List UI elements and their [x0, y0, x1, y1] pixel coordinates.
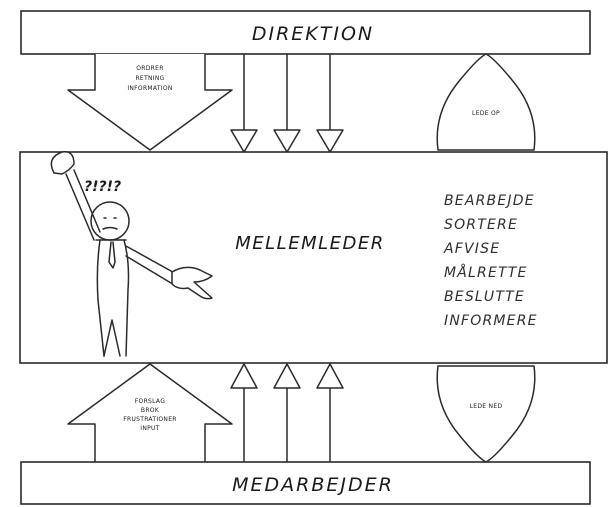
up-arrow-suggestions: FORSLAG BROK FRUSTRATIONER INPUT	[67, 363, 233, 462]
orders-text-1: ORDRER	[136, 65, 163, 72]
direktion-box	[20, 10, 591, 55]
question-marks: ?!?!?	[84, 179, 121, 195]
thin-up-arrow-1	[230, 363, 258, 463]
thin-down-arrows	[230, 53, 344, 153]
figure-head	[90, 201, 130, 241]
thin-down-arrow-3	[316, 53, 344, 153]
figure-right-hand	[171, 266, 213, 300]
direktion-label: DIREKTION	[252, 23, 374, 45]
thin-up-arrow-2	[273, 363, 301, 463]
thin-up-arrow-3	[316, 363, 344, 463]
suggestions-text-4: INPUT	[140, 425, 159, 432]
medarbejder-box	[20, 461, 591, 505]
medarbejder-label: MEDARBEJDER	[232, 474, 394, 496]
lede-op-label: LEDE OP	[472, 110, 500, 117]
task-item: BEARBEJDE	[444, 193, 535, 209]
suggestions-text-1: FORSLAG	[135, 398, 165, 405]
thin-up-arrows	[230, 363, 344, 463]
task-list: BEARBEJDE SORTERE AFVISE MÅLRETTE BESLUT…	[443, 193, 538, 329]
down-arrow-orders: ORDRER RETNING INFORMATION	[67, 54, 233, 151]
mellemleder-box	[19, 151, 608, 364]
task-item: SORTERE	[444, 217, 518, 233]
lede-op-arrow: LEDE OP	[436, 53, 536, 151]
suggestions-text-2: BROK	[141, 407, 160, 414]
confused-figure: ?!?!?	[50, 151, 213, 357]
task-item: AFVISE	[443, 241, 500, 257]
lede-ned-arrow: LEDE NED	[436, 365, 536, 463]
mellemleder-label: MELLEMLEDER	[235, 233, 385, 254]
thin-down-arrow-1	[230, 53, 258, 153]
figure-left-hand	[50, 151, 75, 175]
orders-text-2: RETNING	[135, 75, 164, 82]
lede-ned-label: LEDE NED	[470, 403, 503, 410]
task-item: MÅLRETTE	[444, 264, 528, 281]
suggestions-text-3: FRUSTRATIONER	[123, 416, 177, 423]
thin-down-arrow-2	[273, 53, 301, 153]
task-item: INFORMERE	[444, 313, 538, 329]
task-item: BESLUTTE	[444, 289, 525, 305]
orders-text-3: INFORMATION	[127, 85, 172, 92]
